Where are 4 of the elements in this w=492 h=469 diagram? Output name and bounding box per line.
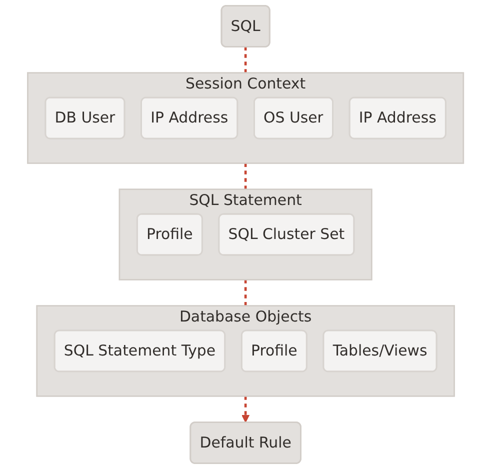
arrow bbox=[242, 396, 250, 423]
connector bbox=[244, 280, 248, 306]
connector bbox=[244, 46, 248, 73]
connector bbox=[244, 163, 248, 190]
